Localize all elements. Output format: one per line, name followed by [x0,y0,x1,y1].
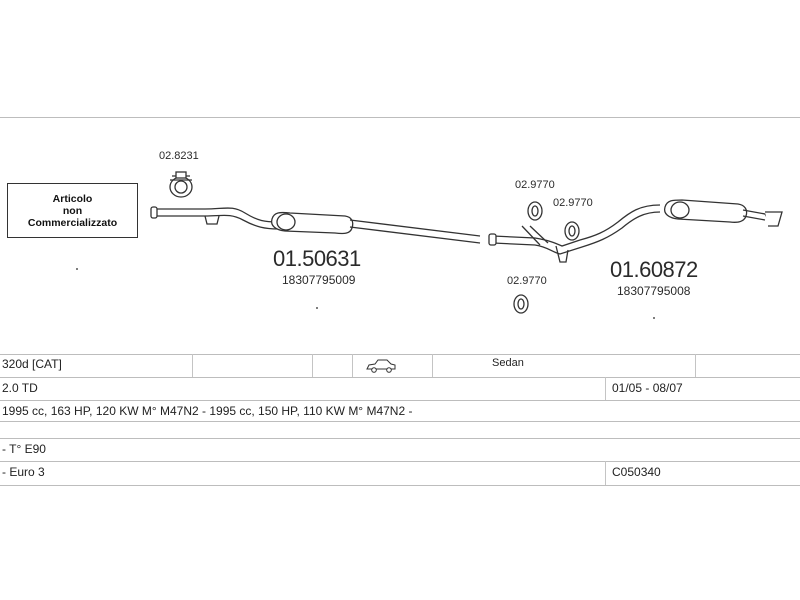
left-pipe-end [150,206,158,219]
sedan-car-icon [366,359,396,376]
emission-cell: - Euro 3 [2,465,45,479]
specs-cell: 1995 cc, 163 HP, 120 KW M° M47N2 - 1995 … [2,404,413,418]
note-line-2: non [62,204,83,217]
exhaust-diagram [76,171,783,319]
rear-section-code[interactable]: 01.50631 [273,246,361,271]
ring-a-code[interactable]: 02.9770 [515,179,555,191]
body-type-cell: Sedan [492,357,524,369]
left-pipe [155,207,279,223]
table-rule-2 [0,377,800,378]
not-commercialized-note: Articolo non Commercializzato [7,183,138,238]
row1-sep-4 [432,354,433,377]
table-rule-5 [0,438,800,439]
ring-a-icon [527,201,543,221]
flex-branch [521,225,549,246]
note-line-1: Articolo [52,192,93,205]
row1-sep-2 [312,354,313,377]
right-inlet-pipe [492,204,661,247]
table-rule-7 [0,485,800,486]
diagram-top-rule [0,117,800,118]
row1-sep-5 [695,354,696,377]
catalog-code-cell: C050340 [612,465,661,479]
ring-b-icon [564,221,580,241]
clamp-top-code[interactable]: 02.8231 [159,150,199,162]
row2-sep [605,377,606,400]
left-tail-pipe [349,219,481,237]
ring-c-code[interactable]: 02.9770 [507,275,547,287]
table-rule-4 [0,421,800,422]
table-rule-3 [0,400,800,401]
table-rule-1 [0,354,800,355]
table-rule-6 [0,461,800,462]
front-section-oe: 18307795008 [617,284,691,298]
row1-sep-3 [352,354,353,377]
clamp-top-icon [169,171,193,198]
engine-cell: 2.0 TD [2,381,38,395]
rear-section-oe: 18307795009 [282,273,356,287]
right-inlet-end [488,233,497,246]
row1-sep-1 [192,354,193,377]
ring-b-code[interactable]: 02.9770 [553,197,593,209]
row6-sep [605,461,606,485]
ring-c-icon [513,294,529,314]
note-line-3: Commercializzato [27,216,118,229]
dates-cell: 01/05 - 08/07 [612,381,683,395]
front-section-code[interactable]: 01.60872 [610,257,698,282]
left-hanger [204,215,220,225]
type-cell: - T° E90 [2,442,46,456]
model-cell: 320d [CAT] [2,357,62,371]
